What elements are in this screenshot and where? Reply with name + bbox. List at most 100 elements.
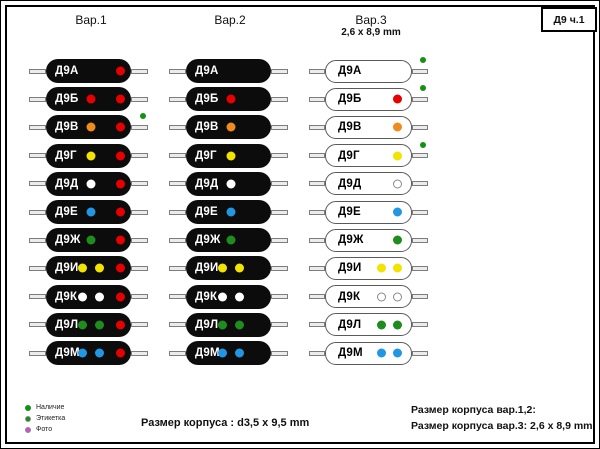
lead-left [29, 322, 46, 328]
mark-dot-green [235, 320, 245, 330]
lead-left [29, 96, 46, 102]
cathode-dot-red [116, 263, 125, 273]
mark-dot-yellow [377, 263, 386, 273]
diode-body: Д9М [46, 341, 131, 365]
diode-body: Д9И [46, 256, 131, 281]
diode-v1-row5: Д9Е [29, 200, 148, 224]
marking-dots [218, 292, 245, 302]
marking-dots [377, 292, 402, 302]
marking-dots [393, 207, 402, 217]
mark-dot-green [218, 320, 228, 330]
lead-right [131, 265, 148, 271]
diode-body: Д9А [186, 59, 271, 83]
lead-left [169, 294, 186, 300]
diode-v2-row3: Д9Г [169, 143, 288, 168]
lead-right [131, 181, 148, 187]
legend-label-2: Фото [36, 426, 53, 433]
diode-label: Д9Д [195, 177, 219, 190]
lead-right [412, 68, 428, 74]
diode-body: Д9Е [186, 200, 271, 224]
availability-dot [140, 113, 146, 120]
lead-left [169, 237, 186, 243]
mark-dot-blue [393, 348, 402, 358]
lead-right [412, 237, 428, 243]
cathode-dot-red [116, 348, 125, 358]
marking-dots [226, 179, 236, 189]
marking-dots [226, 151, 236, 161]
diode-v3-row9: Д9Л [309, 313, 428, 337]
lead-right [131, 153, 148, 159]
diode-label: Д9Д [338, 177, 362, 190]
mark-dot-white [235, 292, 245, 302]
marking-dots [377, 320, 402, 330]
diode-body: Д9И [325, 256, 412, 280]
lead-right [131, 237, 148, 243]
cathode-dot-red [116, 320, 125, 330]
mark-dot-blue [235, 348, 245, 358]
diode-v2-row7: Д9И [169, 256, 288, 281]
legend-item-1: Этикетка [25, 413, 65, 424]
diode-v3-row5: Д9Е [309, 200, 428, 224]
diode-body: Д9Г [325, 144, 412, 168]
mark-dot-yellow [226, 151, 236, 161]
mark-dot-orange [393, 122, 402, 132]
marking-dots [86, 151, 96, 161]
marking-dots [226, 94, 236, 104]
mark-dot-white [393, 292, 402, 302]
diode-v2-row5: Д9Е [169, 200, 288, 224]
diode-v3-row0: Д9А [309, 57, 428, 83]
diode-body: Д9К [325, 285, 412, 309]
diode-v1-row6: Д9Ж [29, 228, 148, 253]
case-size-var-note: Размер корпуса вар.1,2: Размер корпуса в… [411, 402, 593, 434]
diode-label: Д9Б [195, 93, 219, 106]
lead-right [271, 350, 288, 356]
lead-left [169, 322, 186, 328]
mark-dot-orange [226, 122, 236, 132]
mark-dot-blue [218, 348, 228, 358]
diode-v3-row4: Д9Д [309, 172, 428, 196]
marking-dots [86, 235, 96, 245]
lead-left [309, 124, 325, 130]
availability-dot [420, 57, 426, 63]
diode-label: Д9И [55, 262, 79, 275]
diode-label: Д9Е [195, 206, 218, 218]
diode-v1-row7: Д9И [29, 256, 148, 281]
mark-dot-green [226, 235, 236, 245]
mark-dot-yellow [218, 263, 228, 273]
lead-right [271, 209, 288, 215]
lead-left [29, 294, 46, 300]
lead-left [169, 350, 186, 356]
diode-label: Д9М [55, 347, 80, 359]
marking-dots [86, 122, 96, 132]
mark-dot-blue [377, 348, 386, 358]
lead-right [271, 96, 288, 102]
column-header-var3: Вар.3 [355, 13, 387, 27]
lead-right [412, 265, 428, 271]
diode-body: Д9Ж [46, 228, 131, 253]
lead-left [169, 209, 186, 215]
mark-dot-white [78, 292, 88, 302]
lead-left [29, 350, 46, 356]
lead-left [309, 181, 325, 187]
diode-body: Д9Д [186, 171, 271, 196]
availability-dot [420, 85, 426, 92]
marking-dots [393, 122, 402, 132]
lead-right [412, 209, 428, 215]
legend-item-2: Фото [25, 424, 65, 435]
diode-label: Д9Л [338, 318, 362, 331]
lead-left [309, 209, 325, 215]
lead-left [309, 68, 325, 74]
marking-dots [218, 320, 245, 330]
diode-label: Д9В [195, 121, 219, 134]
cathode-dot-red [116, 66, 125, 76]
diode-label: Д9К [195, 290, 218, 303]
lead-right [412, 153, 428, 159]
lead-right [271, 68, 288, 74]
marking-dots [78, 263, 105, 273]
diode-v3-row1: Д9Б [309, 85, 428, 111]
diode-body: Д9Л [46, 312, 131, 337]
diode-body: Д9Б [186, 87, 271, 112]
marking-dots [226, 235, 236, 245]
diode-body: Д9В [186, 115, 271, 140]
